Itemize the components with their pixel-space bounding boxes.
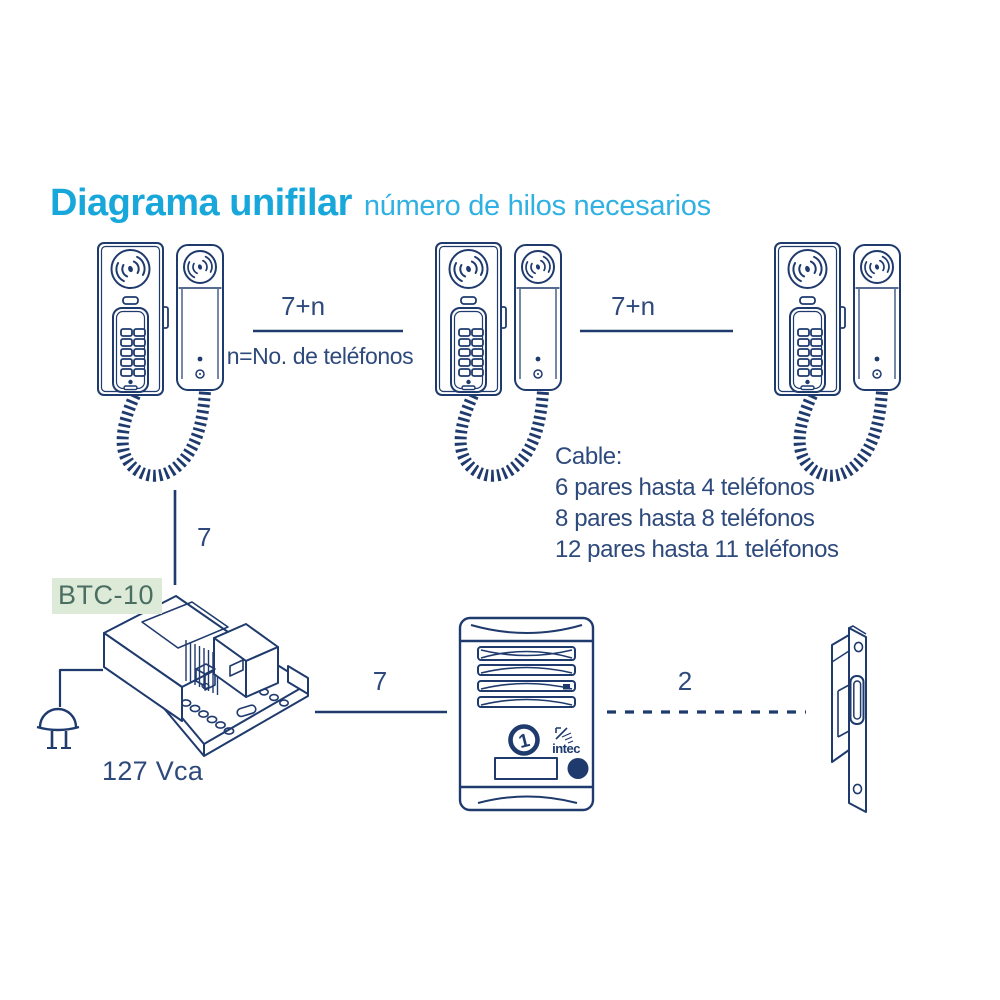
power-supply-drawing [36, 595, 309, 757]
intercom-phone-2 [436, 243, 561, 476]
cable-line-1: 6 pares hasta 4 teléfonos [555, 474, 815, 501]
psu-model-label: BTC-10 [52, 578, 163, 614]
wire-label-door-strike: 2 [677, 666, 693, 696]
door-station-drawing: 1 intec [458, 616, 595, 812]
psu-voltage-label: 127 Vca [102, 756, 204, 786]
cable-heading: Cable: [555, 443, 622, 470]
wire-label-psu-door: 7 [372, 666, 388, 696]
wire-label-phone1-psu: 7 [197, 522, 212, 552]
intec-arrow-icon [555, 727, 574, 744]
page-title: Diagrama unifilar número de hilos necesar… [50, 182, 711, 225]
wire-label-phone1-phone2: 7+n [280, 291, 326, 321]
title-subtitle: número de hilos necesarios [363, 190, 711, 222]
cable-info: Cable: 6 pares hasta 4 teléfonos 8 pares… [555, 441, 839, 565]
intec-logo: intec [552, 727, 581, 756]
power-plug-icon [36, 668, 103, 749]
cable-line-3: 12 pares hasta 11 teléfonos [555, 536, 839, 563]
intercom-phone-1 [98, 243, 223, 476]
cable-line-2: 8 pares hasta 8 teléfonos [555, 505, 815, 532]
title-main: Diagrama unifilar [50, 182, 352, 224]
wire-label-phone2-phone3: 7+n [610, 291, 656, 321]
wire-note-n-equals: n=No. de teléfonos [226, 343, 414, 369]
intec-logo-text: intec [552, 741, 580, 756]
electric-strike-drawing [831, 625, 867, 813]
